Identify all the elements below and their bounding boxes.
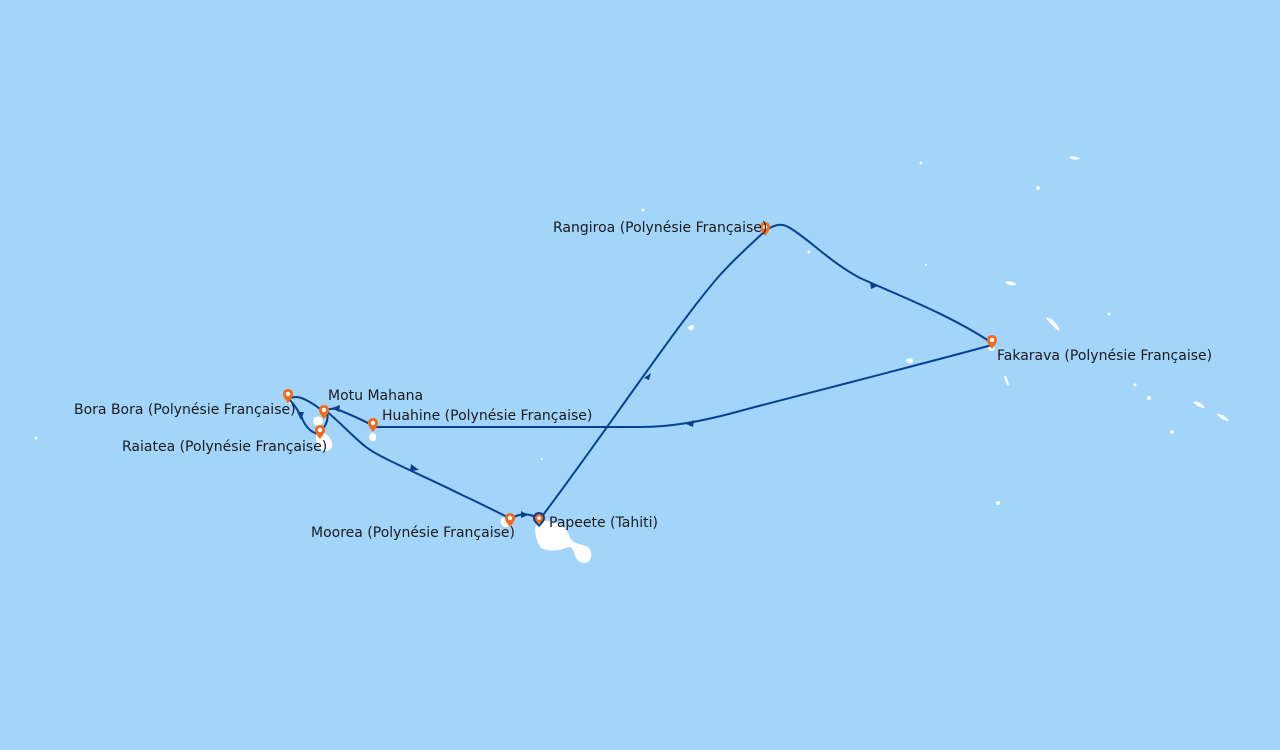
atoll-j [1147,396,1151,400]
port-label-moorea[interactable]: Moorea (Polynésie Française) [311,525,515,541]
atoll-rangiroa [688,325,694,331]
island-tahaa [313,416,323,426]
port-label-motu-mahana[interactable]: Motu Mahana [328,388,423,404]
route-fakarava-to-huahine[interactable] [371,344,993,428]
port-marker-huahine[interactable] [368,418,378,432]
home-port-marker-papeete[interactable] [533,512,545,527]
atoll-k [1170,430,1174,434]
route-bora-bora-to-raiatea[interactable] [287,397,320,435]
atoll-b [1004,375,1009,386]
atoll-e [1193,401,1205,408]
port-label-raiatea[interactable]: Raiatea (Polynésie Française) [122,439,327,455]
route-arrow [686,420,694,427]
island-huahine [369,432,377,442]
markers-layer [283,222,997,527]
port-marker-bora-bora[interactable] [283,389,293,403]
route-arrow [521,511,528,518]
route-papeete-to-rangiroa[interactable] [539,229,767,520]
atoll-i [919,161,923,165]
port-label-rangiroa[interactable]: Rangiroa (Polynésie Française) [553,220,767,236]
atoll-r [34,436,38,440]
route-rangiroa-to-fakarava[interactable] [765,223,993,344]
route-arrow [870,282,878,289]
atoll-a [906,358,914,364]
atoll-d [1005,281,1016,286]
route-arrow [644,373,651,380]
port-label-papeete[interactable]: Papeete (Tahiti) [549,515,658,531]
labels-layer: Rangiroa (Polynésie Française) Fakarava … [74,220,1212,541]
atoll-h [1036,186,1040,190]
route-raiatea-to-moorea[interactable] [318,410,512,520]
port-label-huahine[interactable]: Huahine (Polynésie Française) [382,408,592,424]
atoll-f [1217,413,1229,421]
atoll-n [1107,312,1111,316]
port-marker-rangiroa[interactable] [760,222,770,236]
port-marker-moorea[interactable] [505,513,515,527]
port-marker-raiatea[interactable] [315,425,325,439]
route-layer [287,223,993,520]
route-arrow [297,412,304,420]
route-arrow [332,405,340,412]
atoll-s [541,458,543,460]
land-layer [34,156,1229,563]
atoll-q [925,264,927,266]
atoll-l [996,501,1000,505]
route-huahine-to-motu-mahana[interactable] [323,407,373,426]
atoll-g [1069,156,1080,160]
route-arrow [410,464,419,471]
island-tahiti [535,520,592,563]
port-label-fakarava[interactable]: Fakarava (Polynésie Française) [997,348,1212,364]
port-label-bora-bora[interactable]: Bora Bora (Polynésie Française) [74,402,296,418]
atoll-o [641,208,645,212]
atoll-c [1046,317,1060,331]
atoll-m [1133,383,1137,387]
atoll-p [807,250,811,254]
port-marker-fakarava[interactable] [987,335,997,349]
port-marker-motu-mahana[interactable] [319,405,329,419]
